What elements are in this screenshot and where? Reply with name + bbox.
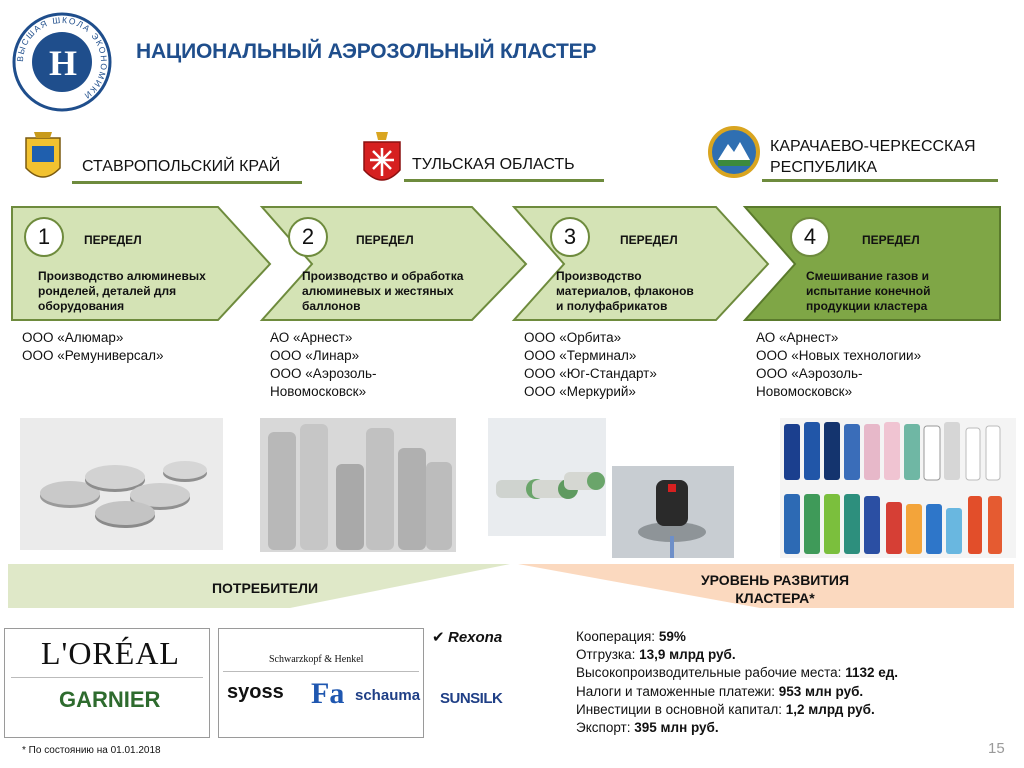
brand-schwarzkopf: Schwarzkopf & Henkel [269,654,364,665]
consumers-bar [8,564,510,608]
page-title: НАЦИОНАЛЬНЫЙ АЭРОЗОЛЬНЫЙ КЛАСТЕР [136,40,597,63]
brand-box-henkel: Schwarzkopf & Henkel syoss Fa schauma [218,628,424,738]
photo-aerosol-valves [488,418,606,536]
stat-row: Отгрузка: 13,9 млрд руб. [576,647,736,663]
chevron-step-1 [11,206,272,321]
chevron-step-2 [259,206,528,321]
step-1-number: 1 [24,217,64,257]
checkmark-icon: ✔ [432,629,445,646]
brand-divider [11,677,203,678]
companies-step-4: АО «Арнест»ООО «Новых технологии»ООО «Аэ… [756,330,922,399]
region-kchr-line2: РЕСПУБЛИКА [770,159,878,176]
stat-row: Высокопроизводительные рабочие места: 11… [576,665,899,681]
step-2-number: 2 [288,217,328,257]
stat-row: Инвестиции в основной капитал: 1,2 млрд … [576,701,875,717]
region-tula: ТУЛЬСКАЯ ОБЛАСТЬ [412,156,575,173]
step-1-label: ПЕРЕДЕЛ [84,233,142,247]
region-underline [404,179,604,182]
brand-fa: Fa [311,677,345,710]
step-2-label: ПЕРЕДЕЛ [356,233,414,247]
region-underline [72,181,302,184]
companies-step-3: ООО «Орбита»ООО «Терминал»ООО «Юг-Станда… [524,330,657,399]
brand-box-loreal-garnier: L'ORÉAL GARNIER [4,628,210,738]
level-bar [518,564,1014,608]
coat-of-arms-tula-icon [360,130,404,190]
photo-aluminum-discs [20,418,223,550]
coat-of-arms-stavropol-icon [20,128,66,186]
region-kchr-line1: КАРАЧАЕВО-ЧЕРКЕССКАЯ [770,138,976,155]
page-number: 15 [988,740,1005,757]
step-3-label: ПЕРЕДЕЛ [620,233,678,247]
step-3-number: 3 [550,217,590,257]
step-4-label: ПЕРЕДЕЛ [862,233,920,247]
bottom-bars [8,564,1014,608]
brand-sunsilk: SUNSILK [440,690,503,707]
companies-step-1: ООО «Алюмар»ООО «Ремуниверсал» [22,330,164,363]
consumers-label: ПОТРЕБИТЕЛИ [211,580,319,596]
photo-spray-nozzle [612,466,734,558]
brand-divider [223,671,419,672]
stat-row: Кооперация: 59% [576,629,686,644]
companies-step-2: АО «Арнест»ООО «Линар»ООО «Аэрозоль-Ново… [270,330,377,399]
hse-logo: Н ВЫСШАЯ ШКОЛА ЭКОНОМИКИ [12,12,112,112]
stat-row: Налоги и таможенные платежи: 953 млн руб… [576,683,864,699]
brand-garnier: GARNIER [59,687,161,712]
photo-aerosol-cans [260,418,456,552]
brand-loreal: L'ORÉAL [41,635,180,671]
photo-final-products [780,418,1016,558]
stat-row: Экспорт: 395 млн руб. [576,720,719,736]
region-stavropol: СТАВРОПОЛЬСКИЙ КРАЙ [82,158,281,175]
brand-syoss: syoss [227,681,284,703]
coat-of-arms-kchr-icon [708,126,760,178]
footnote: * По состоянию на 01.01.2018 [22,745,161,756]
region-underline [762,179,998,182]
step-4-number: 4 [790,217,830,257]
svg-text:Н: Н [49,43,77,83]
cluster-stats: Кооперация: 59% Отгрузка: 13,9 млрд руб.… [576,628,898,737]
brand-rexona: Rexona [448,629,503,646]
brand-schauma: schauma [355,687,421,704]
